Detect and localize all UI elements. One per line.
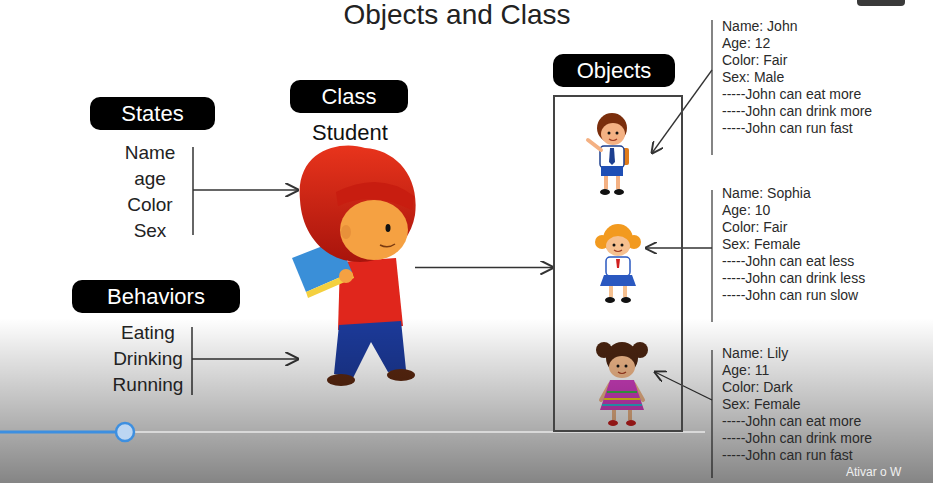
object-attribute: Sex: Female [722, 396, 801, 413]
object-attribute: -----John can eat more [722, 413, 861, 430]
progress-knob [116, 423, 134, 441]
object-attribute: Sex: Female [722, 236, 801, 253]
leader-bracket [711, 190, 712, 322]
object-attribute: -----John can run fast [722, 120, 853, 137]
behavior-list: Eating Drinking Running [113, 320, 184, 398]
object-attribute: Age: 12 [722, 35, 770, 52]
heading-pill: Behaviors [72, 280, 240, 313]
heading-pill: States [90, 97, 215, 130]
object-attribute: Name: Sophia [722, 185, 811, 202]
object-attribute: Age: 10 [722, 202, 770, 219]
object-attribute: -----John can eat less [722, 253, 854, 270]
leader-arrow [646, 247, 712, 248]
leader-bracket [711, 20, 712, 155]
object-attribute: Color: Fair [722, 52, 787, 69]
class-figure: ClassStudent [298, 150, 415, 385]
watermark: Ativar o W [846, 465, 901, 480]
object-attribute: -----John can drink more [722, 430, 872, 447]
object-attribute: Color: Fair [722, 219, 787, 236]
state-list: Name age Color Sex [125, 140, 176, 244]
shade-band [0, 318, 933, 483]
object-attribute: -----John can run slow [722, 287, 858, 304]
kid-figure [588, 113, 629, 195]
object-attribute: -----John can run fast [722, 447, 853, 464]
behaviors-group: BehaviorsEating Drinking Running [80, 320, 192, 398]
object-attribute: -----John can drink less [722, 270, 865, 287]
object-attribute: Age: 11 [722, 362, 769, 379]
object-attribute: Sex: Male [722, 69, 784, 86]
class-name: Student [312, 120, 388, 146]
states-group: StatesName age Color Sex [80, 140, 193, 240]
object-attribute: -----John can eat more [722, 86, 861, 103]
heading-pill: Class [290, 80, 408, 113]
heading-pill: Objects [553, 54, 675, 87]
kid-figure [595, 224, 641, 303]
object-attribute: Color: Dark [722, 379, 793, 396]
object-attribute: -----John can drink more [722, 103, 872, 120]
bracket-line [192, 147, 194, 235]
objects-box: Objects [553, 95, 683, 432]
object-attribute: Name: Lily [722, 345, 788, 362]
object-attribute: Name: John [722, 18, 797, 35]
player-button [857, 0, 905, 6]
connector-arrow [193, 189, 298, 191]
connector-arrow [415, 267, 553, 269]
progress-bar [0, 431, 116, 434]
